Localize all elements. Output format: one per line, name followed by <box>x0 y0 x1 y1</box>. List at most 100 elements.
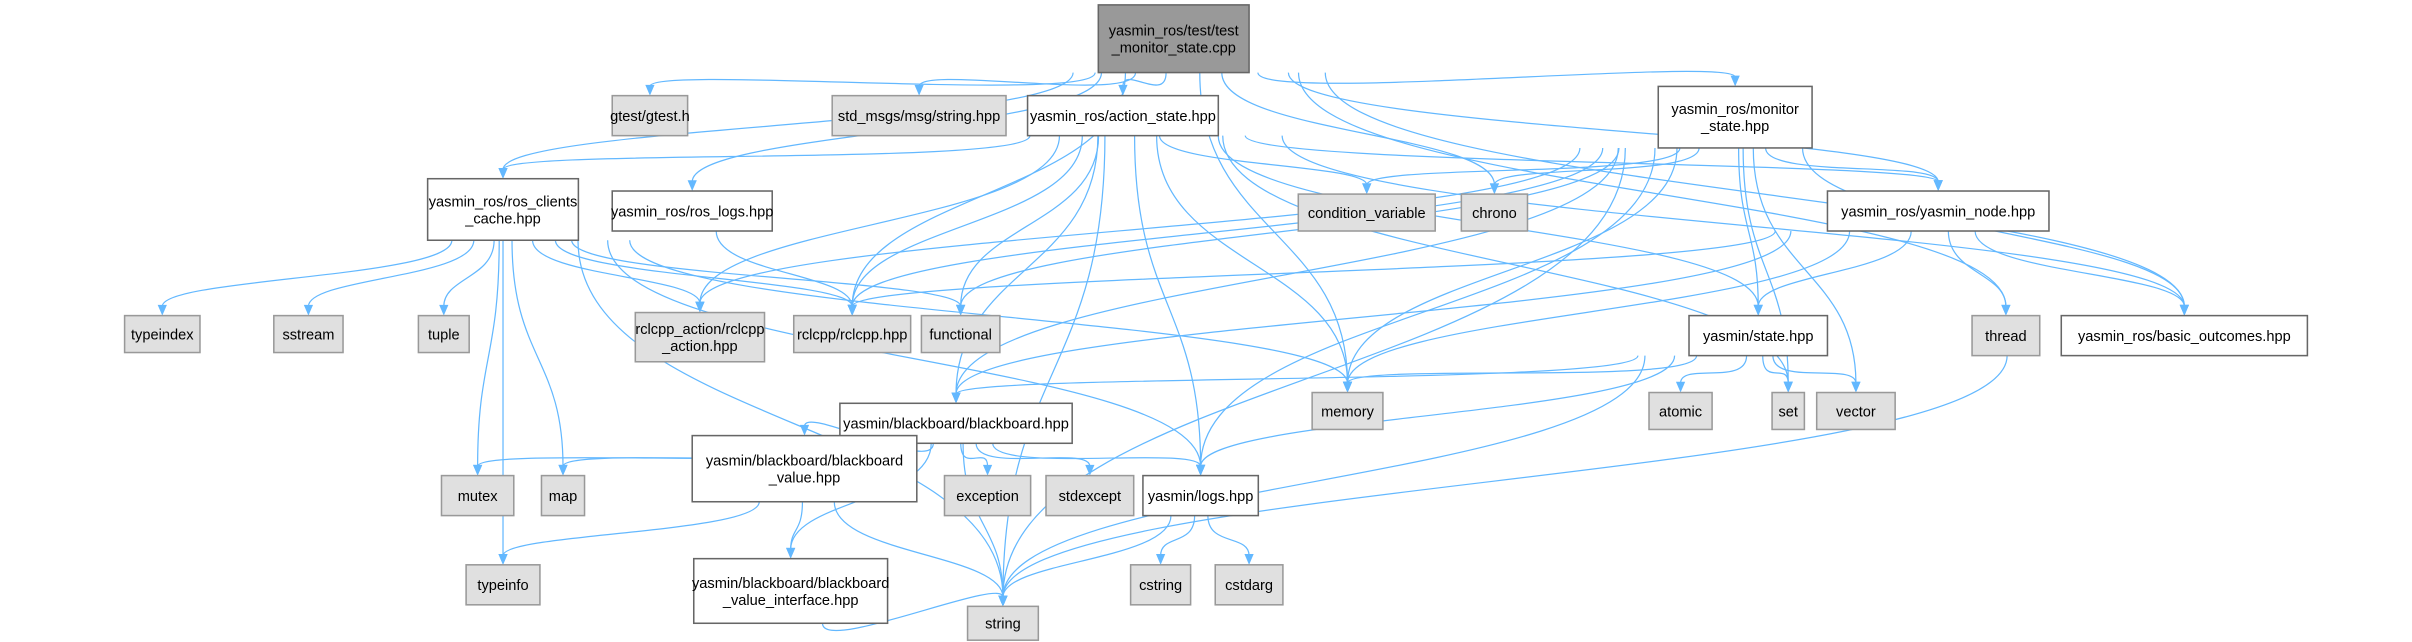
node-box <box>440 474 515 517</box>
node-label: mutex <box>458 489 498 505</box>
node-box <box>1826 190 2050 232</box>
edge-monitor_state-to-chrono <box>1493 147 1700 186</box>
edge-monitor_state-to-memory <box>1346 147 1678 384</box>
arrowhead-icon <box>2001 304 2011 316</box>
node-thread[interactable]: thread <box>1971 314 2041 357</box>
node-box <box>1045 474 1135 517</box>
node-box <box>540 474 586 517</box>
arrowhead-icon <box>1342 381 1353 393</box>
node-typeinfo[interactable]: typeinfo <box>465 564 541 606</box>
node-action-state[interactable]: yasmin_ros/action_state.hpp <box>1026 94 1220 137</box>
node-blackboard-value[interactable]: yasmin/blackboard/blackboard_value.hpp <box>691 434 918 503</box>
node-memory[interactable]: memory <box>1311 391 1384 431</box>
nodes: yasmin_ros/test/test_monitor_state.cppgt… <box>123 4 2309 641</box>
edge-blackboard_value-to-blackboard_value_interface <box>790 501 804 550</box>
node-box <box>611 190 773 232</box>
node-ros-clients-cache[interactable]: yasmin_ros/ros_clients_cache.hpp <box>426 177 580 242</box>
edge-blackboard_value_interface-to-string <box>821 592 1004 632</box>
node-rclcpp-action[interactable]: rclcpp_action/rclcpp_action.hpp <box>634 311 766 363</box>
arrowhead-icon <box>982 464 993 476</box>
node-blackboard-value-interface[interactable]: yasmin/blackboard/blackboard_value_inter… <box>692 557 889 625</box>
node-main[interactable]: yasmin_ros/test/test_monitor_state.cpp <box>1097 4 1250 74</box>
node-sstream[interactable]: sstream <box>273 314 344 354</box>
node-label: cstdarg <box>1225 578 1273 594</box>
node-mutex[interactable]: mutex <box>440 474 515 517</box>
edge-state-to-vector <box>1772 355 1857 384</box>
node-yasmin-node[interactable]: yasmin_ros/yasmin_node.hpp <box>1826 190 2050 232</box>
node-monitor-state[interactable]: yasmin_ros/monitor_state.hpp <box>1657 85 1813 149</box>
node-box <box>1771 391 1806 431</box>
edge-ros_clients_cache-to-logs <box>607 240 1202 467</box>
edge-blackboard_value-to-string <box>833 501 1004 598</box>
node-functional[interactable]: functional <box>920 314 1001 354</box>
edge-ros_clients_cache-to-mutex <box>477 240 500 467</box>
node-logs[interactable]: yasmin/logs.hpp <box>1142 474 1260 517</box>
arrowhead-icon <box>786 547 796 559</box>
edge-ros_clients_cache-to-tuple <box>443 240 495 307</box>
node-box <box>1297 193 1436 232</box>
arrowhead-icon <box>2179 304 2189 316</box>
edge-yasmin_node-to-rclcpp <box>851 230 1776 307</box>
node-box <box>692 557 889 625</box>
edge-action_state-to-basic_outcomes <box>1281 135 2185 307</box>
node-label: typeinfo <box>477 578 528 594</box>
node-label: chrono <box>1472 206 1517 222</box>
node-map[interactable]: map <box>540 474 586 517</box>
node-std-msgs[interactable]: std_msgs/msg/string.hpp <box>831 94 1007 137</box>
node-label: yasmin_ros/action_state.hpp <box>1030 109 1216 125</box>
node-box <box>2060 314 2309 357</box>
node-tuple[interactable]: tuple <box>417 314 470 354</box>
node-chrono[interactable]: chrono <box>1460 193 1529 232</box>
edge-main-to-gtest <box>649 72 1096 87</box>
edge-main-to-thread <box>1297 72 2007 307</box>
node-vector[interactable]: vector <box>1815 391 1896 431</box>
edge-state-to-atomic <box>1679 355 1748 384</box>
arrowhead-icon <box>498 554 508 565</box>
node-label: vector <box>1836 404 1876 420</box>
node-box <box>634 311 766 363</box>
node-label: thread <box>1985 329 2026 345</box>
node-exception[interactable]: exception <box>943 474 1032 517</box>
node-box <box>1460 193 1529 232</box>
node-set[interactable]: set <box>1771 391 1806 431</box>
node-condition-variable[interactable]: condition_variable <box>1297 193 1436 232</box>
node-box <box>426 177 580 242</box>
node-box <box>1815 391 1896 431</box>
node-cstdarg[interactable]: cstdarg <box>1214 564 1284 606</box>
arrowhead-icon <box>498 167 508 179</box>
node-state[interactable]: yasmin/state.hpp <box>1688 314 1829 357</box>
edge-main-to-yasmin_node <box>1287 72 1939 182</box>
edge-action_state-to-ros_clients_cache <box>502 135 1031 171</box>
node-cstring[interactable]: cstring <box>1129 564 1192 606</box>
node-basic-outcomes[interactable]: yasmin_ros/basic_outcomes.hpp <box>2060 314 2309 357</box>
node-label: yasmin/state.hpp <box>1703 329 1813 345</box>
arrowhead-icon <box>1489 183 1500 195</box>
node-atomic[interactable]: atomic <box>1648 391 1713 431</box>
arrowhead-icon <box>951 392 961 404</box>
node-box <box>966 605 1040 641</box>
arrowhead-icon <box>914 84 924 96</box>
edge-action_state-to-rclcpp_action <box>699 135 1061 304</box>
node-box <box>831 94 1007 137</box>
node-gtest[interactable]: gtest/gtest.h <box>610 94 690 137</box>
edge-state-to-set <box>1762 355 1789 384</box>
node-ros-logs[interactable]: yasmin_ros/ros_logs.hpp <box>611 190 773 232</box>
edge-yasmin_node-to-thread <box>1947 231 2007 307</box>
node-label: string <box>985 617 1021 633</box>
node-label: _value.hpp <box>768 471 840 487</box>
edge-blackboard-to-logs <box>992 443 1202 467</box>
edge-monitor_state-to-rclcpp <box>851 147 1604 307</box>
edge-ros_clients_cache-to-string <box>577 240 1004 598</box>
node-typeindex[interactable]: typeindex <box>123 314 201 354</box>
node-stdexcept[interactable]: stdexcept <box>1045 474 1135 517</box>
node-rclcpp[interactable]: rclcpp/rclcpp.hpp <box>792 314 912 354</box>
edge-ros_clients_cache-to-typeindex <box>161 240 453 307</box>
node-string[interactable]: string <box>966 605 1040 641</box>
edge-yasmin_node-to-memory <box>1346 231 1851 384</box>
node-box <box>1214 564 1284 606</box>
node-label: stdexcept <box>1059 489 1122 505</box>
node-label: cstring <box>1139 578 1182 594</box>
node-box <box>1129 564 1192 606</box>
arrowhead-icon <box>1196 464 1206 476</box>
edge-action_state-to-functional <box>960 135 1100 307</box>
